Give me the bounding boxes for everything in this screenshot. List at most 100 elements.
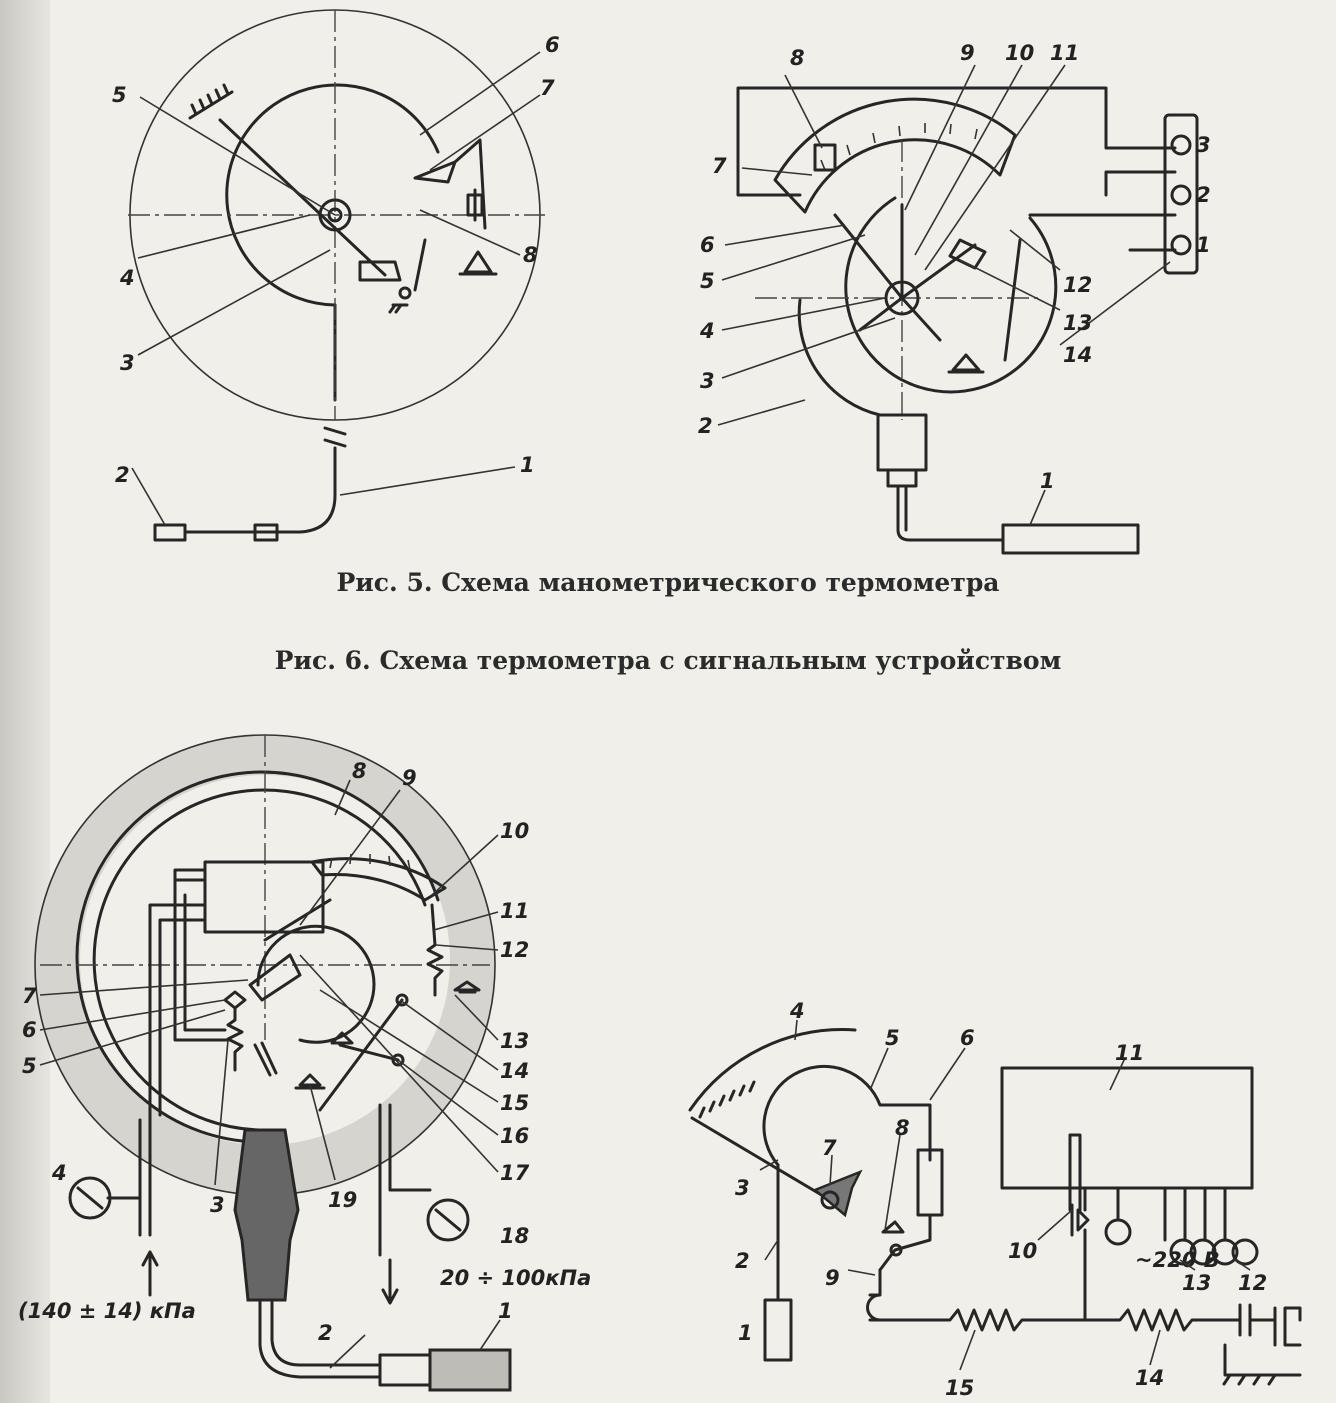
spring-inner <box>797 298 882 417</box>
support <box>458 250 498 276</box>
label-18: 18 <box>500 1224 529 1248</box>
pointer <box>690 1116 832 1202</box>
spring-15 <box>878 1228 1087 1332</box>
leader-3 <box>721 317 896 379</box>
leader-3 <box>759 1159 779 1171</box>
label-5: 5 <box>885 1026 900 1050</box>
label-1: 1 <box>738 1321 753 1345</box>
link-bar <box>413 238 427 292</box>
lever-support <box>881 1220 905 1234</box>
scale-ticks <box>329 853 411 871</box>
label-6: 6 <box>700 233 715 257</box>
leader-13 <box>1179 1259 1196 1271</box>
thermobulb <box>428 1348 512 1392</box>
leader-5 <box>721 234 866 281</box>
range-spring <box>426 903 444 997</box>
leader-7 <box>429 94 541 171</box>
pointer-hub <box>327 207 343 223</box>
label-9: 9 <box>960 41 975 65</box>
label-11: 11 <box>500 899 529 923</box>
leader-8 <box>784 74 823 149</box>
label-5: 5 <box>22 1054 37 1078</box>
leader-4 <box>137 214 311 259</box>
label-9: 9 <box>402 766 417 790</box>
leader-9 <box>299 789 401 926</box>
bourdon-spring <box>225 83 440 307</box>
terminal-block <box>1163 113 1199 275</box>
leader-14 <box>1059 261 1171 346</box>
label-6: 6 <box>22 1018 37 1042</box>
label-14: 14 <box>500 1059 529 1083</box>
leader-16 <box>397 1059 499 1136</box>
label-1: 1 <box>1040 469 1055 493</box>
leader-7 <box>829 1154 833 1186</box>
label-10: 10 <box>500 819 529 843</box>
leader-2 <box>717 399 806 426</box>
leader-13 <box>454 994 499 1041</box>
inlet-arrow <box>141 1250 159 1297</box>
leader-14 <box>1149 1329 1161 1366</box>
label-2: 2 <box>698 414 713 438</box>
sector-gear <box>358 260 402 282</box>
pivot <box>398 286 412 300</box>
leader-10 <box>914 64 1023 256</box>
signal-thermometer-scheme: 3 2 1 8 9 10 11 12 13 <box>698 41 1211 555</box>
label-11: 11 <box>1050 41 1079 65</box>
label-4: 4 <box>51 1161 67 1185</box>
label-9: 9 <box>825 1266 840 1290</box>
label-13: 13 <box>500 1029 529 1053</box>
label-17: 17 <box>500 1161 530 1185</box>
leader-1 <box>1029 489 1046 526</box>
figure-6-caption: Рис. 6. Схема термометра с сигнальным ус… <box>274 646 1062 675</box>
capillary-sleeve <box>378 1353 432 1387</box>
leader-6 <box>39 999 226 1031</box>
thermobulb <box>153 523 187 542</box>
terminal-label-3: 3 <box>1196 133 1211 157</box>
label-4: 4 <box>789 999 805 1023</box>
label-16: 16 <box>500 1124 529 1148</box>
leader-12 <box>1009 229 1061 271</box>
terminal-3 <box>1170 134 1192 156</box>
scale-ticks <box>190 83 230 116</box>
leader-9 <box>904 64 976 211</box>
leader-3 <box>137 249 331 356</box>
terminal <box>1231 1238 1259 1266</box>
label-8: 8 <box>790 46 805 70</box>
manometric-thermometer-scheme: 5 6 7 8 4 3 2 1 <box>112 9 560 542</box>
thermobulb <box>763 1298 793 1362</box>
label-10: 10 <box>1008 1239 1037 1263</box>
pointer-arms <box>833 203 977 300</box>
leader-13 <box>959 259 1061 311</box>
label-3: 3 <box>120 351 135 375</box>
label-7: 7 <box>540 76 555 100</box>
leader-14 <box>399 999 499 1071</box>
label-13: 13 <box>1063 311 1092 335</box>
scale-sector <box>773 97 1017 214</box>
baffle <box>253 1041 278 1077</box>
page-edge-shadow <box>0 0 50 1403</box>
lever-pivot <box>889 1243 903 1257</box>
bourdon-spring <box>762 1064 932 1167</box>
outlet-arrow <box>381 1258 399 1305</box>
signal-box-wiring <box>736 86 1177 252</box>
label-7: 7 <box>712 154 727 178</box>
relay-block <box>203 860 325 934</box>
leader-10 <box>1037 1209 1073 1241</box>
terminal-label-1: 1 <box>1196 233 1211 257</box>
terminal-2 <box>1170 184 1192 206</box>
terminal <box>1189 1238 1217 1266</box>
leader-1 <box>339 466 516 496</box>
leader-8 <box>884 1134 901 1231</box>
bourdon-spring-inner <box>92 788 427 1132</box>
terminal <box>1211 1238 1239 1266</box>
gauge-18 <box>426 1198 470 1242</box>
label-19: 19 <box>328 1188 357 1212</box>
pneumatic-thermometer-scheme: (140 ± 14) кПа 20 ÷ 100кПа 8 9 10 11 12 … <box>18 734 591 1392</box>
label-4: 4 <box>119 266 135 290</box>
label-5: 5 <box>112 83 127 107</box>
terminal <box>1169 1238 1197 1266</box>
capillary-clip <box>253 523 279 542</box>
gauge-18-needle <box>434 1208 462 1232</box>
leader-11 <box>924 64 1066 271</box>
